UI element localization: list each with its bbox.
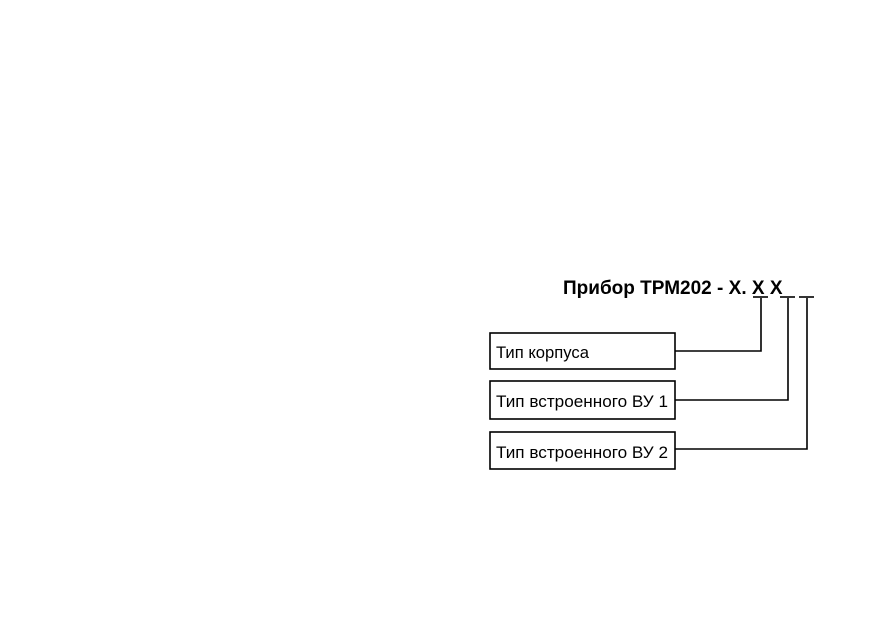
box-output-2-type bbox=[489, 431, 676, 470]
leader-line-output-2 bbox=[675, 298, 808, 450]
box-housing-type-label: Тип корпуса bbox=[496, 343, 590, 362]
code-separator: . bbox=[741, 278, 752, 299]
leader-line-output-1 bbox=[675, 298, 789, 401]
code-position-3: Х bbox=[770, 278, 783, 299]
designation-prefix: Прибор ТРМ202 - bbox=[563, 278, 729, 299]
leader-line-housing bbox=[675, 298, 762, 352]
box-housing-type bbox=[489, 332, 676, 370]
code-position-1: Х bbox=[729, 278, 742, 299]
device-designation: Прибор ТРМ202 - Х. Х Х bbox=[563, 278, 783, 299]
box-output-1-type bbox=[489, 380, 676, 420]
code-position-2: Х bbox=[752, 278, 765, 299]
box-output-2-type-label: Тип встроенного ВУ 2 bbox=[496, 443, 668, 462]
box-output-1-type-label: Тип встроенного ВУ 1 bbox=[496, 392, 668, 411]
